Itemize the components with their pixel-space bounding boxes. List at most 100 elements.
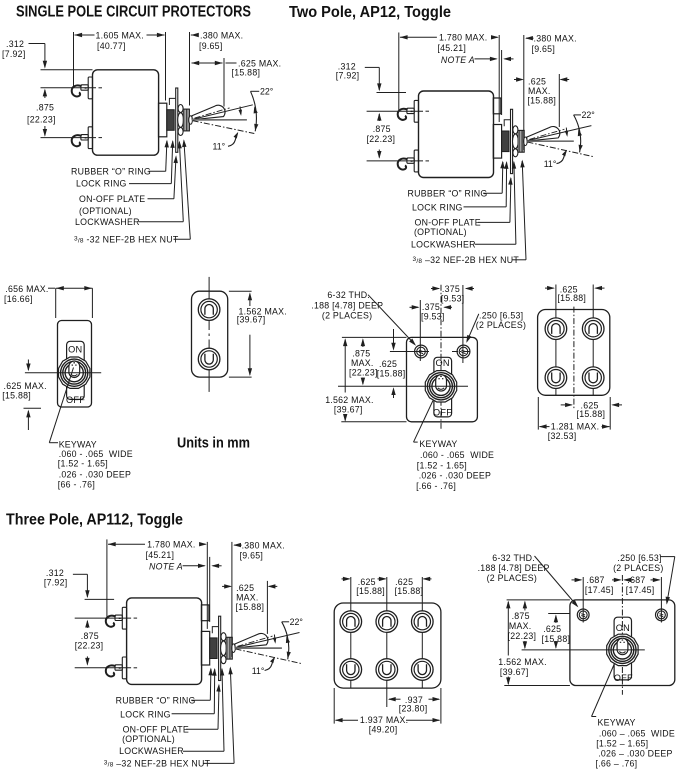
svg-text:[7.92]: [7.92] (336, 71, 360, 81)
svg-text:.937: .937 (405, 695, 423, 705)
svg-text:11°: 11° (252, 666, 265, 676)
svg-text:.026 – .030 DEEP: .026 – .030 DEEP (598, 748, 672, 758)
svg-text:.380 MAX.: .380 MAX. (534, 34, 577, 44)
svg-text:KEYWAY: KEYWAY (419, 439, 457, 449)
svg-text:.375: .375 (442, 284, 460, 294)
svg-text:[45.21]: [45.21] (146, 550, 175, 560)
svg-text:[32.53]: [32.53] (548, 431, 577, 441)
svg-text:[15.88]: [15.88] (577, 409, 606, 419)
svg-text:.380 MAX.: .380 MAX. (242, 540, 285, 550)
svg-text:[22.23]: [22.23] (349, 367, 378, 377)
svg-text:3/8 –32 NEF-2B HEX NUT: 3/8 –32 NEF-2B HEX NUT (104, 759, 211, 769)
svg-text:[.66 – .76]: [.66 – .76] (596, 758, 638, 768)
svg-text:[15.88]: [15.88] (236, 602, 265, 612)
svg-text:LOCKWASHER: LOCKWASHER (75, 217, 140, 227)
svg-text:[.66 - .76]: [.66 - .76] (416, 481, 456, 491)
svg-text:[39.67]: [39.67] (334, 404, 363, 414)
svg-text:[15.88]: [15.88] (557, 293, 586, 303)
svg-text:.380 MAX.: .380 MAX. (200, 30, 243, 40)
svg-text:LOCKWASHER: LOCKWASHER (119, 746, 184, 756)
svg-text:1.562 MAX.: 1.562 MAX. (239, 306, 287, 316)
svg-text:RUBBER “O” RING: RUBBER “O” RING (408, 188, 488, 198)
svg-text:[15.88]: [15.88] (527, 95, 556, 105)
svg-text:[15.88]: [15.88] (395, 586, 424, 596)
svg-text:11°: 11° (544, 159, 557, 169)
svg-text:[9.53]: [9.53] (441, 294, 465, 304)
svg-text:[16.66]: [16.66] (4, 294, 33, 304)
svg-text:RUBBER “O” RING: RUBBER “O” RING (116, 695, 196, 705)
svg-text:.375: .375 (422, 302, 440, 312)
svg-text:[22.23]: [22.23] (367, 134, 396, 144)
svg-text:(OPTIONAL): (OPTIONAL) (122, 734, 175, 744)
svg-text:(2 PLACES): (2 PLACES) (613, 563, 663, 573)
svg-text:(2 PLACES): (2 PLACES) (476, 320, 526, 330)
svg-text:[9.65]: [9.65] (199, 41, 223, 51)
svg-text:.875: .875 (373, 124, 391, 134)
svg-text:[7.92]: [7.92] (2, 49, 26, 59)
svg-text:(2 PLACES): (2 PLACES) (487, 573, 537, 583)
svg-text:[9.65]: [9.65] (532, 44, 556, 54)
svg-text:NOTE A: NOTE A (441, 55, 475, 65)
svg-text:.875: .875 (352, 348, 370, 358)
svg-text:(OPTIONAL): (OPTIONAL) (414, 227, 467, 237)
svg-text:.625: .625 (528, 76, 546, 86)
svg-text:[40.77]: [40.77] (97, 41, 126, 51)
svg-text:[17.45]: [17.45] (585, 585, 614, 595)
svg-text:ON-OFF PLATE: ON-OFF PLATE (79, 194, 145, 204)
svg-text:.625: .625 (236, 583, 254, 593)
svg-text:.188 [4.78] DEEP: .188 [4.78] DEEP (311, 300, 383, 310)
svg-text:.687: .687 (587, 575, 605, 585)
svg-text:[1.52 – 1.65]: [1.52 – 1.65] (596, 738, 648, 748)
svg-text:[9.53]: [9.53] (421, 311, 445, 321)
svg-text:SINGLE POLE CIRCUIT PROTECTORS: SINGLE POLE CIRCUIT PROTECTORS (16, 4, 251, 21)
svg-text:[22.23]: [22.23] (27, 114, 56, 124)
svg-text:3/8 –32 NEF-2B HEX NUT: 3/8 –32 NEF-2B HEX NUT (413, 255, 520, 265)
svg-text:[23.80]: [23.80] (399, 704, 428, 714)
svg-text:.625: .625 (543, 624, 561, 634)
svg-text:3/8 -32 NEF-2B HEX NUT: 3/8 -32 NEF-2B HEX NUT (74, 235, 179, 245)
svg-text:OFF: OFF (433, 407, 452, 417)
svg-text:RUBBER “O” RING: RUBBER “O” RING (71, 166, 151, 176)
svg-text:ON-OFF PLATE: ON-OFF PLATE (415, 218, 481, 228)
svg-text:.250 [6.53]: .250 [6.53] (617, 553, 661, 563)
svg-text:KEYWAY: KEYWAY (59, 439, 97, 449)
svg-text:6-32 THD.: 6-32 THD. (492, 553, 535, 563)
svg-text:.060 – .065 WIDE: .060 – .065 WIDE (599, 728, 675, 738)
svg-text:LOCKWASHER: LOCKWASHER (411, 239, 476, 249)
svg-text:Units in mm: Units in mm (177, 435, 250, 451)
svg-text:.687: .687 (627, 575, 645, 585)
svg-text:MAX.: MAX. (528, 86, 551, 96)
svg-text:[39.67]: [39.67] (237, 315, 266, 325)
svg-text:KEYWAY: KEYWAY (598, 718, 636, 728)
svg-text:11°: 11° (213, 142, 226, 152)
svg-text:1.281 MAX.: 1.281 MAX. (551, 421, 599, 431)
svg-text:NOTE A: NOTE A (149, 562, 183, 572)
svg-text:.625: .625 (395, 577, 413, 587)
svg-text:Two Pole, AP12, Toggle: Two Pole, AP12, Toggle (289, 4, 451, 21)
svg-text:ON: ON (616, 623, 630, 633)
svg-text:22°: 22° (290, 617, 303, 627)
svg-text:ON-OFF PLATE: ON-OFF PLATE (123, 725, 189, 735)
svg-text:OFF: OFF (66, 395, 85, 405)
svg-text:Three Pole, AP112, Toggle: Three Pole, AP112, Toggle (6, 511, 183, 528)
svg-text:[15.88]: [15.88] (377, 369, 406, 379)
svg-text:.656 MAX.: .656 MAX. (5, 284, 48, 294)
svg-text:.875: .875 (36, 102, 54, 112)
svg-text:[15.88]: [15.88] (232, 67, 261, 77)
svg-text:[22.23]: [22.23] (75, 641, 104, 651)
svg-text:.250 [6.53]: .250 [6.53] (479, 310, 523, 320)
svg-text:.188 [4.78] DEEP: .188 [4.78] DEEP (478, 563, 550, 573)
svg-text:ON: ON (435, 358, 449, 368)
svg-text:[9.65]: [9.65] (240, 551, 264, 561)
svg-text:[1.52 - 1.65]: [1.52 - 1.65] (58, 459, 108, 469)
svg-text:MAX.: MAX. (509, 621, 532, 631)
svg-text:.625 MAX.: .625 MAX. (4, 381, 47, 391)
svg-text:22°: 22° (582, 110, 595, 120)
svg-text:LOCK RING: LOCK RING (120, 710, 171, 720)
svg-text:LOCK RING: LOCK RING (76, 179, 127, 189)
svg-text:[39.67]: [39.67] (500, 667, 529, 677)
svg-text:1.780 MAX.: 1.780 MAX. (147, 540, 195, 550)
svg-text:(OPTIONAL): (OPTIONAL) (79, 206, 132, 216)
svg-text:.625: .625 (358, 577, 376, 587)
svg-text:.312: .312 (338, 61, 356, 71)
